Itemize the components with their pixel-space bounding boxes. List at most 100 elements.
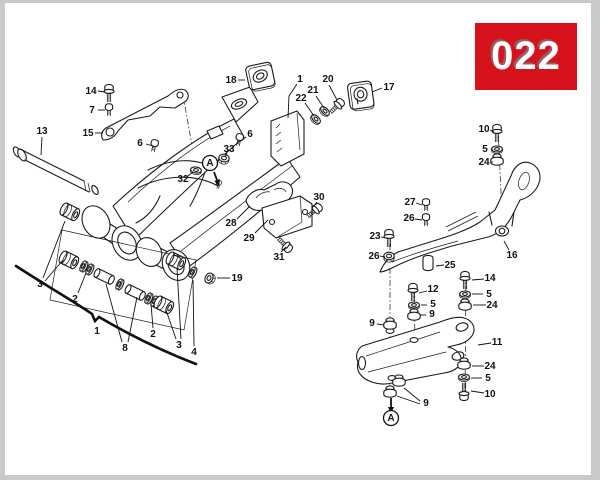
- callout-1: 1: [94, 326, 100, 337]
- adjuster-bracket-28: [245, 181, 294, 211]
- nut-19: [202, 271, 218, 286]
- callout-32: 32: [177, 171, 194, 185]
- svg-text:10: 10: [478, 124, 490, 135]
- chain-guard: [379, 161, 541, 273]
- svg-text:12: 12: [427, 284, 439, 295]
- svg-text:28: 28: [225, 218, 237, 229]
- callout-26: 26: [368, 251, 386, 262]
- chain-slider: [356, 316, 475, 385]
- callout-24: 24: [472, 361, 496, 372]
- callout-3: 3: [165, 267, 182, 351]
- svg-text:4: 4: [191, 347, 197, 358]
- svg-text:6: 6: [247, 129, 253, 140]
- callout-20: 20: [322, 74, 338, 101]
- bolt-23: [383, 228, 395, 248]
- callout-19: 19: [217, 273, 243, 284]
- svg-text:A: A: [387, 413, 394, 424]
- callout-22: 22: [295, 93, 315, 117]
- svg-text:25: 25: [444, 260, 456, 271]
- callout-25: 25: [435, 260, 456, 271]
- svg-text:14: 14: [484, 273, 496, 284]
- nut-33: [217, 152, 231, 166]
- svg-text:9: 9: [423, 398, 429, 409]
- screw-26: [421, 213, 431, 227]
- svg-text:26: 26: [368, 251, 380, 262]
- svg-text:23: 23: [369, 231, 381, 242]
- bolt-14: [459, 270, 471, 290]
- grommet-9: [383, 317, 397, 330]
- svg-text:24: 24: [478, 157, 490, 168]
- callout-21: 21: [307, 85, 325, 109]
- washer-22: [308, 112, 323, 127]
- callout-5: 5: [482, 144, 494, 155]
- callout-4: 4: [191, 279, 197, 358]
- svg-text:9: 9: [369, 318, 375, 329]
- svg-text:20: 20: [322, 74, 334, 85]
- svg-text:33: 33: [223, 144, 235, 155]
- svg-text:21: 21: [307, 85, 319, 96]
- callout-28: 28: [225, 205, 251, 229]
- callout-23: 23: [369, 231, 386, 242]
- svg-text:31: 31: [273, 252, 285, 263]
- tensioner-block-18: [245, 61, 276, 92]
- callout-A: A: [382, 398, 400, 427]
- svg-text:6: 6: [137, 138, 143, 149]
- callout-14: 14: [471, 273, 496, 284]
- svg-text:5: 5: [485, 373, 491, 384]
- svg-text:14: 14: [85, 86, 97, 97]
- callout-24: 24: [478, 157, 493, 168]
- callout-11: 11: [477, 337, 503, 348]
- callout-7: 7: [89, 105, 105, 116]
- callout-33: 33: [223, 144, 235, 158]
- svg-text:7: 7: [89, 105, 95, 116]
- bolt-14: [103, 83, 115, 103]
- svg-text:18: 18: [225, 75, 237, 86]
- grommet-9: [383, 385, 397, 398]
- svg-text:11: 11: [492, 337, 503, 348]
- callout-9: 9: [420, 309, 435, 320]
- callout-12: 12: [418, 284, 439, 295]
- grommet-24: [457, 357, 471, 370]
- callout-9: 9: [369, 318, 385, 329]
- callout-31: 31: [273, 246, 287, 263]
- callout-10: 10: [478, 124, 495, 135]
- swingarm-body: [81, 86, 305, 281]
- svg-text:5: 5: [482, 144, 488, 155]
- washer-5: [491, 145, 503, 155]
- callout-A: A: [201, 154, 220, 187]
- svg-text:3: 3: [176, 340, 182, 351]
- bush-25: [422, 254, 434, 272]
- washer: [114, 277, 126, 292]
- svg-text:24: 24: [484, 361, 496, 372]
- washer-5: [459, 290, 471, 300]
- callout-6: 6: [240, 129, 253, 142]
- group-brace: [14, 264, 198, 366]
- svg-text:29: 29: [243, 233, 255, 244]
- callout-29: 29: [243, 219, 269, 244]
- callout-5: 5: [421, 299, 436, 310]
- callout-2: 2: [150, 303, 156, 340]
- callout-6: 6: [137, 138, 154, 149]
- svg-text:26: 26: [403, 213, 415, 224]
- callout-16: 16: [503, 240, 518, 261]
- pivot-axle: [12, 146, 99, 195]
- chain-guide-plate: [100, 88, 189, 141]
- svg-text:24: 24: [486, 300, 498, 311]
- callout-2: 2: [72, 272, 87, 305]
- washer-5: [458, 373, 470, 383]
- callout-9: 9: [396, 387, 429, 409]
- tensioner-block-17: [346, 80, 375, 112]
- callout-3: 3: [37, 220, 66, 290]
- svg-text:17: 17: [383, 82, 395, 93]
- callout-17: 17: [371, 82, 395, 93]
- grommet-24: [490, 153, 504, 166]
- svg-text:2: 2: [150, 329, 156, 340]
- grommet-9: [407, 308, 421, 321]
- callout-24: 24: [473, 300, 498, 311]
- bushing: [56, 249, 81, 271]
- adjuster-block-29: [261, 195, 313, 239]
- svg-text:5: 5: [430, 299, 436, 310]
- callout-8: 8: [105, 283, 138, 354]
